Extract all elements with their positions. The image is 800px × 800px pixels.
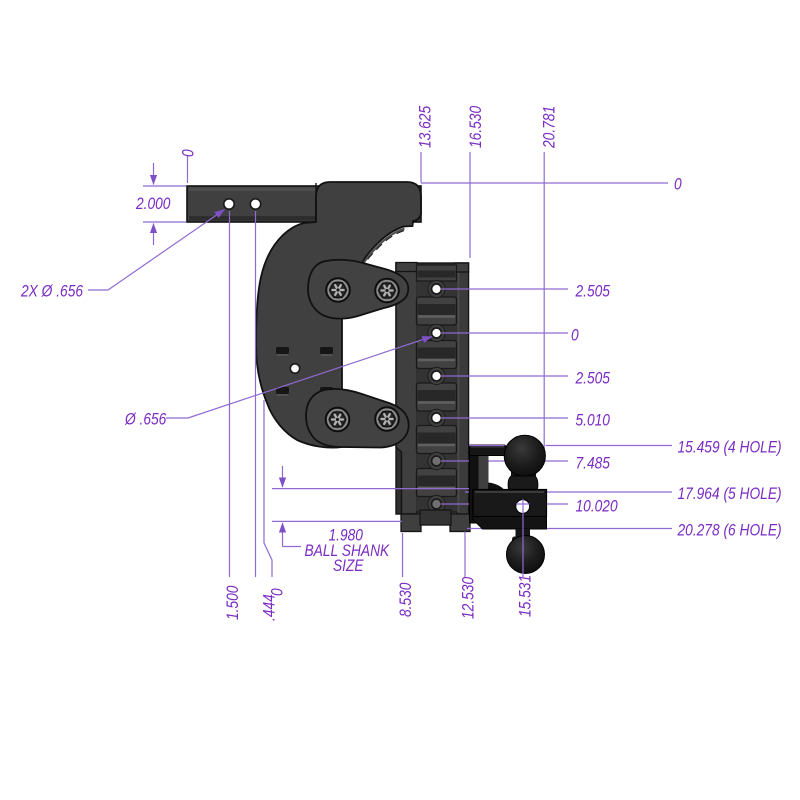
svg-text:2.505: 2.505 <box>575 369 611 388</box>
svg-text:17.964 (5 HOLE): 17.964 (5 HOLE) <box>678 485 782 504</box>
svg-text:0: 0 <box>179 149 198 157</box>
svg-text:15.459 (4 HOLE): 15.459 (4 HOLE) <box>678 438 782 457</box>
svg-text:0: 0 <box>268 588 287 596</box>
svg-text:16.530: 16.530 <box>467 105 486 148</box>
svg-text:12.530: 12.530 <box>459 576 478 619</box>
svg-text:20.781: 20.781 <box>540 106 559 149</box>
svg-text:8.530: 8.530 <box>397 582 416 617</box>
svg-text:2.505: 2.505 <box>575 282 611 301</box>
svg-text:0: 0 <box>571 326 579 345</box>
svg-text:0: 0 <box>674 175 682 194</box>
svg-text:1.980: 1.980 <box>329 526 364 545</box>
svg-text:SIZE: SIZE <box>333 557 364 576</box>
svg-text:2.000: 2.000 <box>135 195 171 214</box>
svg-text:2X Ø .656: 2X Ø .656 <box>20 282 83 301</box>
svg-text:13.625: 13.625 <box>416 105 435 148</box>
svg-text:1.500: 1.500 <box>224 585 243 620</box>
svg-text:Ø .656: Ø .656 <box>124 410 167 429</box>
svg-text:BALL SHANK: BALL SHANK <box>305 542 390 561</box>
svg-text:15.531: 15.531 <box>516 575 535 617</box>
svg-text:20.278 (6 HOLE): 20.278 (6 HOLE) <box>677 521 782 540</box>
svg-text:.444: .444 <box>260 594 279 621</box>
svg-text:10.020: 10.020 <box>576 497 619 516</box>
svg-text:7.485: 7.485 <box>576 454 611 473</box>
svg-text:5.010: 5.010 <box>576 411 611 430</box>
